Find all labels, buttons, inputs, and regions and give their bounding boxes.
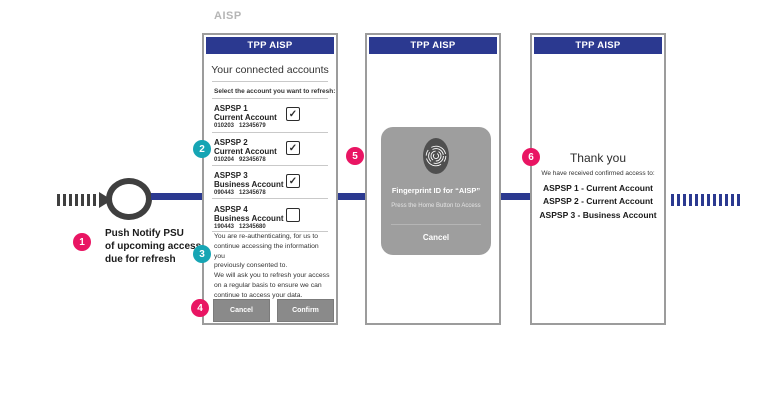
account-name: ASPSP 2 [214,138,248,147]
step-badge-3: 3 [193,245,211,263]
confirmed-account: ASPSP 3 - Business Account [539,210,657,220]
step-badge-2: 2 [193,140,211,158]
fingerprint-dialog: Fingerprint ID for “AISP” Press the Home… [381,127,491,255]
account-checkbox[interactable]: ✓ [286,141,300,155]
divider [391,224,481,225]
cancel-button[interactable]: Cancel [213,299,270,322]
account-number: 010204 92345678 [214,157,266,163]
app-header: TPP AISP [534,37,662,54]
timeline-segment-2 [336,193,366,200]
account-type: Current Account [214,113,277,122]
account-type: Business Account [214,180,284,189]
divider [212,132,328,133]
reauth-explanation: You are re-authenticating, for us to con… [214,233,330,299]
account-name: ASPSP 4 [214,205,248,214]
timeline-start-node [106,178,152,220]
account-row: ASPSP 1 Current Account 010203 12345679 … [214,104,326,137]
diagram-label-aisp: AISP [214,10,242,22]
app-header: TPP AISP [369,37,497,54]
fingerprint-subtitle: Press the Home Button to Access [391,203,481,209]
account-row: ASPSP 4 Business Account 190443 12345680 [214,205,326,238]
timeline-segment-1 [151,193,204,200]
divider [212,81,328,82]
phone-screen-accounts: TPP AISP Your connected accounts Select … [202,33,338,325]
divider [212,165,328,166]
account-checkbox[interactable]: ✓ [286,107,300,121]
incoming-hatched-line [57,194,99,206]
account-number: 190443 12345680 [214,224,266,230]
accounts-subtitle: Select the account you want to refresh: [214,88,336,95]
confirm-button[interactable]: Confirm [277,299,334,322]
accounts-title: Your connected accounts [211,64,329,76]
confirmed-account: ASPSP 2 - Current Account [542,196,654,206]
fingerprint-icon [423,138,449,179]
fingerprint-title: Fingerprint ID for “AISP” [391,186,481,195]
account-type: Current Account [214,147,277,156]
divider [212,231,328,232]
account-checkbox[interactable] [286,208,300,222]
fingerprint-cancel-button[interactable]: Cancel [422,233,450,242]
step-badge-1: 1 [73,233,91,251]
confirmed-account: ASPSP 1 - Current Account [542,183,654,193]
timeline-segment-3 [500,193,531,200]
divider [212,98,328,99]
account-number: 090443 12345678 [214,190,266,196]
step-badge-4: 4 [191,299,209,317]
app-header: TPP AISP [206,37,334,54]
phone-screen-fingerprint: TPP AISP Fingerprint ID for “AISP” Press… [365,33,501,325]
outgoing-hatched-line [671,194,741,206]
divider [212,198,328,199]
account-number: 010203 12345679 [214,123,266,129]
account-row: ASPSP 3 Business Account 090443 12345678… [214,171,326,204]
account-row: ASPSP 2 Current Account 010204 92345678 … [214,138,326,171]
phone-screen-thankyou: TPP AISP Thank you We have received conf… [530,33,666,325]
step1-description: Push Notify PSU of upcoming access due f… [105,228,202,265]
step-badge-6: 6 [522,148,540,166]
account-name: ASPSP 3 [214,171,248,180]
thankyou-title: Thank you [569,151,627,165]
account-type: Business Account [214,214,284,223]
thankyou-subtitle: We have received confirmed access to: [541,170,655,177]
account-checkbox[interactable]: ✓ [286,174,300,188]
account-name: ASPSP 1 [214,104,248,113]
step-badge-5: 5 [346,147,364,165]
